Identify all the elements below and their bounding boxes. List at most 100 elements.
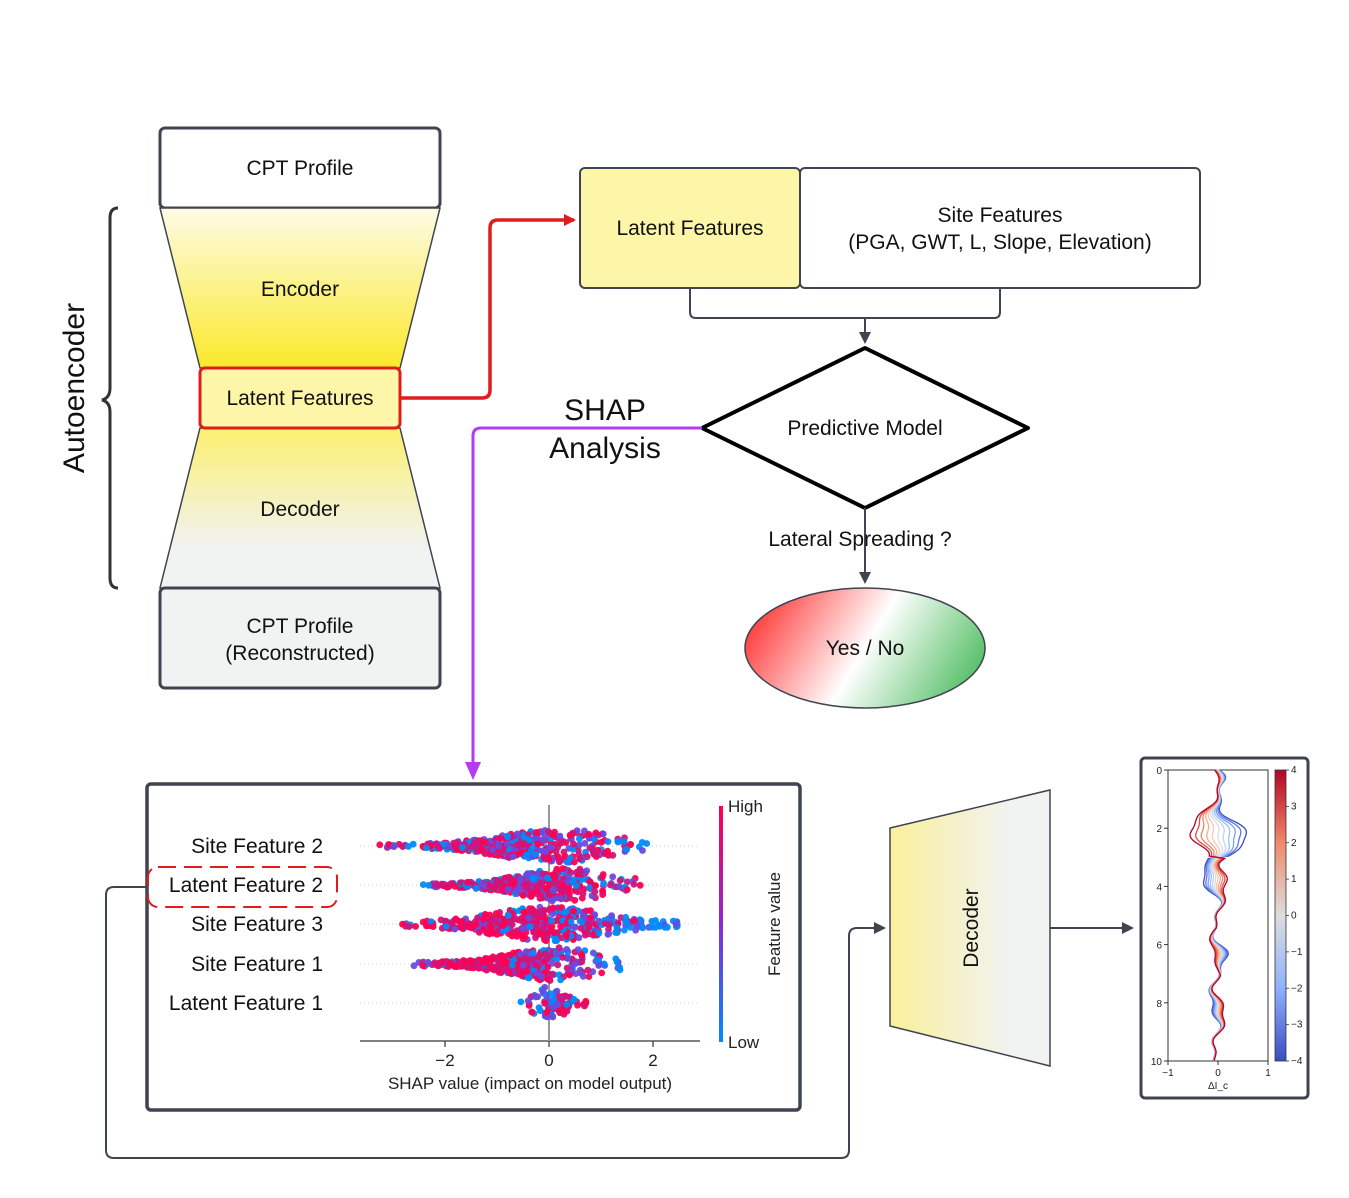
shap-point bbox=[636, 916, 644, 923]
shap-point bbox=[544, 874, 551, 882]
shap-point bbox=[562, 993, 570, 1000]
site-features-line2: (PGA, GWT, L, Slope, Elevation) bbox=[848, 231, 1151, 254]
shap-point bbox=[565, 874, 572, 881]
shap-point bbox=[623, 878, 631, 886]
shap-point bbox=[586, 884, 593, 891]
profile-colorbar-tick-label: 3 bbox=[1291, 801, 1297, 812]
cpt-recon-line2: (Reconstructed) bbox=[225, 642, 374, 665]
shap-point bbox=[529, 874, 537, 882]
shap-point bbox=[579, 890, 587, 898]
shap-point bbox=[592, 882, 599, 889]
shap-point bbox=[521, 955, 529, 963]
decoder-label: Decoder bbox=[260, 498, 339, 521]
shap-point bbox=[600, 879, 607, 887]
shap-point bbox=[604, 847, 611, 855]
shap-point bbox=[509, 853, 517, 860]
shap-point bbox=[572, 882, 580, 889]
shap-point bbox=[479, 845, 486, 853]
shap-point bbox=[604, 931, 612, 938]
shap-point bbox=[554, 950, 561, 958]
shap-point bbox=[623, 919, 631, 926]
shap-point bbox=[648, 923, 656, 931]
shap-point bbox=[553, 987, 561, 995]
profile-colorbar-tick-label: 1 bbox=[1291, 874, 1297, 885]
shap-point bbox=[423, 844, 430, 852]
shap-point bbox=[552, 848, 560, 855]
autoencoder-label: Autoencoder bbox=[58, 303, 91, 473]
shap-point bbox=[524, 870, 532, 877]
shap-point bbox=[523, 841, 531, 849]
shap-point bbox=[434, 961, 441, 969]
shap-point bbox=[616, 883, 623, 891]
shap-point bbox=[576, 835, 583, 843]
shap-point bbox=[498, 878, 506, 885]
shap-point bbox=[539, 835, 547, 843]
shap-point bbox=[532, 934, 539, 942]
site-features-box[interactable] bbox=[799, 167, 1201, 289]
shap-feature-label: Site Feature 1 bbox=[191, 953, 323, 976]
shap-point bbox=[566, 971, 573, 979]
lateral-spreading-label: Lateral Spreading ? bbox=[768, 528, 951, 551]
shap-point bbox=[437, 916, 445, 924]
shap-point bbox=[564, 954, 572, 962]
decoder-right-label: Decoder bbox=[960, 888, 983, 967]
shap-point bbox=[531, 834, 539, 842]
shap-point bbox=[534, 993, 542, 1001]
shap-point bbox=[517, 849, 525, 857]
shap-point bbox=[504, 832, 511, 840]
profile-x-axis-label: ΔI_c bbox=[1208, 1081, 1228, 1092]
shap-point bbox=[481, 958, 489, 966]
shap-point bbox=[376, 841, 384, 849]
shap-point bbox=[615, 838, 622, 846]
shap-point bbox=[621, 926, 628, 934]
yes-no-ellipse[interactable] bbox=[744, 587, 986, 709]
shap-point bbox=[527, 956, 535, 964]
shap-point bbox=[534, 840, 542, 848]
shap-panel[interactable] bbox=[145, 782, 802, 1112]
shap-point bbox=[545, 855, 553, 863]
encoder-label: Encoder bbox=[261, 278, 339, 301]
shap-point bbox=[515, 886, 523, 893]
yes-no-label: Yes / No bbox=[826, 637, 905, 660]
cpt-reconstructed-box[interactable] bbox=[158, 586, 442, 690]
shap-point bbox=[508, 932, 516, 940]
shap-x-tick-label: 0 bbox=[544, 1051, 553, 1070]
profile-y-tick-label: 0 bbox=[1156, 766, 1162, 777]
shap-point bbox=[575, 841, 583, 849]
shap-point bbox=[412, 923, 419, 930]
shap-point bbox=[550, 995, 558, 1003]
shap-point bbox=[604, 838, 612, 845]
shap-point bbox=[510, 956, 518, 964]
shap-point bbox=[479, 838, 487, 846]
shap-point bbox=[480, 926, 488, 933]
shap-point bbox=[542, 885, 550, 893]
shap-point bbox=[539, 988, 547, 995]
shap-point bbox=[529, 949, 537, 957]
shap-point bbox=[434, 881, 442, 889]
shap-point bbox=[468, 843, 476, 850]
shap-point bbox=[532, 851, 539, 858]
shap-point bbox=[466, 923, 473, 931]
shap-point bbox=[595, 917, 603, 925]
shap-point bbox=[636, 881, 644, 889]
shap-point bbox=[548, 926, 555, 934]
shap-point bbox=[528, 844, 536, 852]
shap-point bbox=[496, 834, 504, 842]
shap-point bbox=[556, 832, 564, 840]
shap-point bbox=[423, 922, 430, 930]
profile-y-tick-label: 2 bbox=[1156, 824, 1162, 835]
shap-point bbox=[483, 966, 490, 973]
shap-point bbox=[464, 878, 471, 886]
shap-point bbox=[521, 934, 529, 941]
shap-point bbox=[563, 946, 571, 953]
shap-point bbox=[390, 843, 398, 850]
shap-point bbox=[552, 840, 560, 848]
shap-point bbox=[451, 925, 459, 933]
shap-point bbox=[537, 909, 545, 916]
encoder-trapezoid[interactable] bbox=[159, 207, 441, 369]
decoder-right-trapezoid[interactable] bbox=[889, 789, 1051, 1067]
shap-point bbox=[542, 848, 550, 855]
shap-point bbox=[557, 976, 564, 984]
shap-point bbox=[488, 929, 495, 936]
